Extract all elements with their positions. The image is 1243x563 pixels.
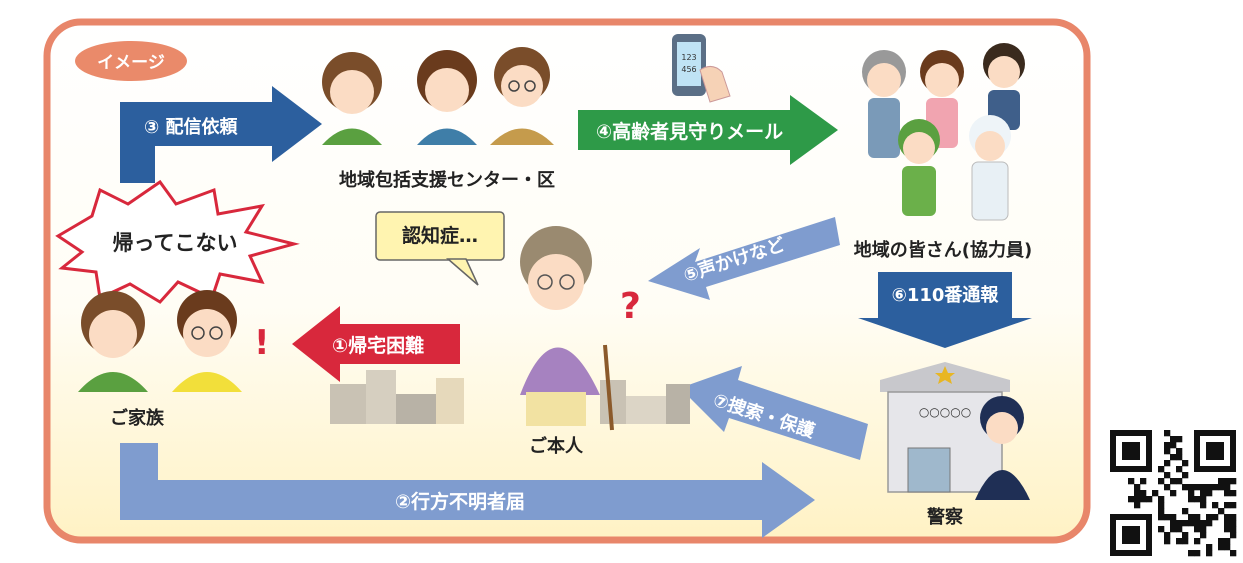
exclamation-icon: ! [254, 323, 270, 363]
svg-text:123: 123 [681, 53, 696, 62]
speech-bubble-dementia: 認知症… [375, 211, 505, 286]
arrow-label-3: ③ 配信依頼 [144, 116, 239, 138]
node-person: ご本人 [529, 435, 584, 457]
arrow-label-1: ①帰宅困難 [332, 334, 424, 357]
family-illustration [78, 290, 242, 392]
question-icon: ? [620, 286, 641, 327]
arrow-label-4: ④高齢者見守りメール [596, 120, 783, 143]
arrow-missing-person-report: ②行方不明者届 [120, 443, 815, 538]
arrow-elderly-watch-mail: ④高齢者見守りメール [578, 95, 838, 165]
center-staff-illustration [322, 47, 554, 145]
badge-label: イメージ [97, 53, 165, 73]
arrow-difficulty-returning: ①帰宅困難 [292, 306, 460, 382]
node-family: ご家族 [110, 407, 165, 429]
arrow-label-6: ⑥110番通報 [892, 284, 1000, 306]
star-icon [935, 366, 955, 384]
arrow-distribution-request: ③ 配信依頼 [120, 86, 322, 183]
node-police: 警察 [927, 506, 964, 528]
arrow-110-call: ⑥110番通報 [858, 272, 1032, 348]
speech-dementia: 認知症… [402, 224, 478, 247]
speech-not-home: 帰ってこない [113, 231, 238, 255]
police-sign: ○○○○○ [919, 405, 971, 419]
qr-code-icon [1110, 430, 1237, 557]
community-illustration [862, 43, 1025, 221]
image-badge: イメージ [75, 41, 187, 81]
arrow-label-2: ②行方不明者届 [395, 490, 525, 513]
svg-text:456: 456 [681, 65, 696, 74]
node-center: 地域包括支援センター・区 [339, 169, 555, 191]
person-illustration [330, 226, 690, 431]
smartphone-icon: 123 456 [672, 34, 731, 103]
police-illustration: ○○○○○ [880, 362, 1030, 500]
node-community: 地域の皆さん(協力員) [854, 239, 1032, 261]
speech-burst-not-home: 帰ってこない [55, 179, 300, 304]
